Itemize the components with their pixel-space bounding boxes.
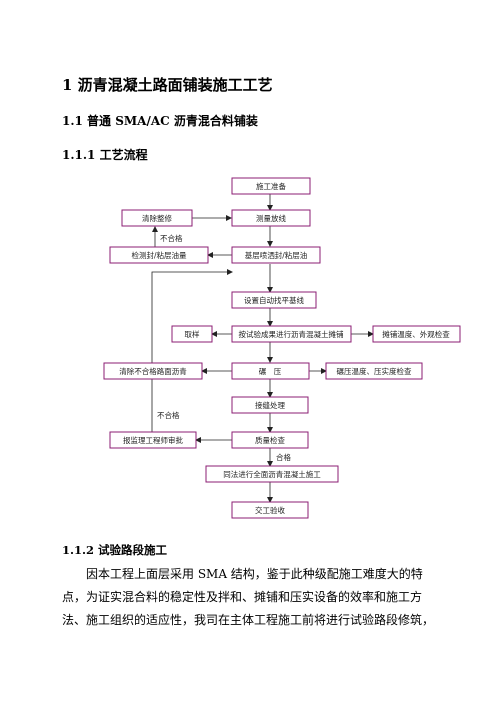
step-quality-label: 质量检查 [255, 435, 285, 445]
step-handover: 交工验收 [231, 501, 309, 519]
fail-label-1: 不合格 [160, 233, 183, 243]
step-report-label: 报监理工程师审批 [123, 435, 183, 445]
step-rolling: 碾 压 [231, 362, 310, 380]
step-prep: 施工准备 [231, 177, 311, 195]
step-spray-label: 基层喷洒封/粘层油 [245, 250, 308, 260]
step-joint: 接缝处理 [231, 396, 309, 414]
step-paving-check-label: 摊铺温度、外观检查 [382, 329, 450, 339]
step-handover-label: 交工验收 [255, 505, 285, 515]
step-baseline: 设置自动找平基线 [231, 291, 317, 309]
section-title: 1 沥青混凝土路面铺装施工工艺 [62, 76, 273, 94]
trial-section-heading: 1.1.2 试验路段施工 [62, 543, 168, 557]
step-paving: 按试验成果进行沥青混凝土摊铺 [231, 325, 352, 343]
step-sample-label: 取样 [185, 329, 200, 339]
step-repair: 清除整修 [121, 209, 193, 227]
fail-label-2: 不合格 [157, 410, 180, 420]
pass-label: 合格 [276, 452, 291, 462]
step-survey: 测量放线 [231, 209, 311, 227]
step-survey-label: 测量放线 [256, 213, 286, 223]
paragraph-line: 因本工程上面层采用 SMA 结构，鉴于此种级配施工难度大的特 [86, 567, 423, 581]
step-full: 同法进行全面沥青混凝土施工 [205, 465, 339, 483]
step-rolling-check-label: 碾压温度、压实度检查 [337, 366, 412, 376]
step-paving-label: 按试验成果进行沥青混凝土摊铺 [239, 329, 344, 339]
flow-connectors [151, 194, 374, 503]
step-rolling-label: 碾 压 [259, 367, 282, 376]
step-quality: 质量检查 [231, 431, 309, 449]
subsection-title: 1.1 普通 SMA/AC 沥青混合料铺装 [62, 114, 258, 128]
step-repair-label: 清除整修 [142, 213, 172, 223]
step-inspect-seal: 检测封/粘层油量 [109, 246, 209, 264]
process-flowchart: 施工准备 测量放线 清除整修 检测封/粘层油量 基层喷洒封/粘层油 设置自动找平… [103, 177, 461, 519]
step-paving-check: 摊铺温度、外观检查 [372, 325, 461, 343]
paragraph-line: 点，为证实混合料的稳定性及拌和、摊铺和压实设备的效率和施工方 [62, 590, 423, 604]
body-paragraph: 因本工程上面层采用 SMA 结构，鉴于此种级配施工难度大的特 点，为证实混合料的… [62, 563, 440, 632]
step-baseline-label: 设置自动找平基线 [244, 295, 304, 305]
paragraph-line: 法、施工组织的适应性，我司在主体工程施工前将进行试验路段修筑， [62, 613, 435, 627]
step-prep-label: 施工准备 [256, 181, 286, 191]
step-rolling-check: 碾压温度、压实度检查 [325, 362, 423, 380]
step-full-label: 同法进行全面沥青混凝土施工 [223, 469, 321, 479]
step-inspect-seal-label: 检测封/粘层油量 [131, 250, 187, 260]
step-joint-label: 接缝处理 [255, 400, 285, 410]
step-sample: 取样 [171, 325, 213, 343]
step-spray: 基层喷洒封/粘层油 [231, 246, 321, 264]
step-remove: 清除不合格路面沥青 [103, 362, 203, 380]
step-report: 报监理工程师审批 [109, 431, 197, 449]
step-remove-label: 清除不合格路面沥青 [119, 366, 187, 376]
process-flow-heading: 1.1.1 工艺流程 [62, 148, 148, 162]
